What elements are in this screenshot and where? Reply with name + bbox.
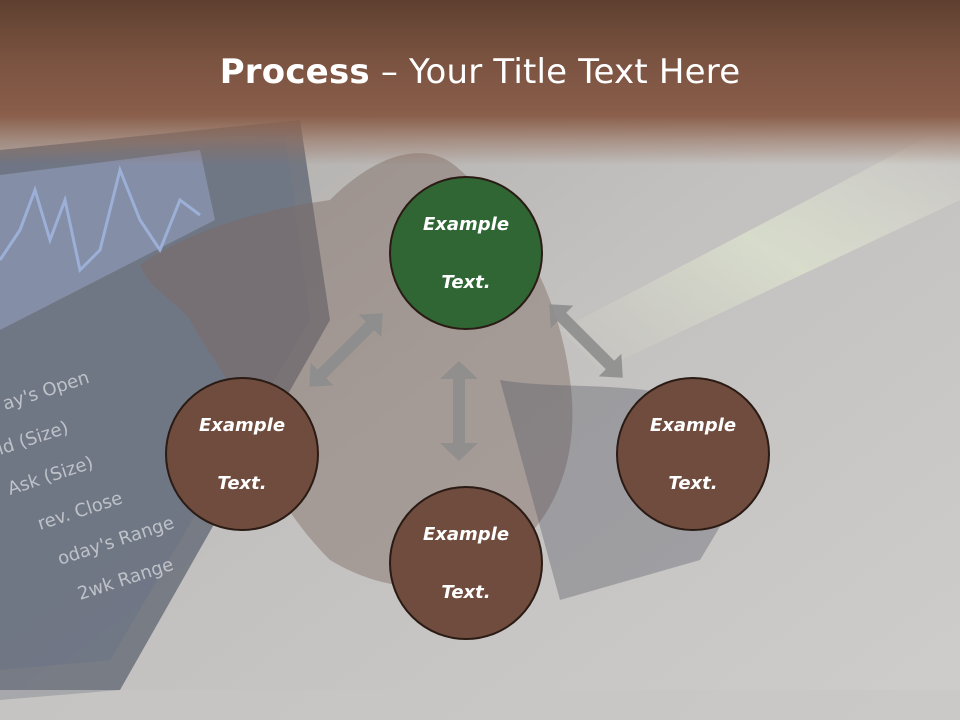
- header-band: [0, 0, 960, 165]
- node-bottom-line1: Example: [422, 523, 510, 545]
- node-right-line1: Example: [649, 414, 737, 436]
- slide-title: Process – Your Title Text Here: [0, 52, 960, 92]
- double-arrow-top-left: [309, 313, 383, 387]
- node-bottom-line2: Text.: [441, 581, 491, 603]
- node-left-line2: Text.: [217, 472, 267, 494]
- double-arrow-top-right: [549, 304, 623, 378]
- node-left-line1: Example: [198, 414, 286, 436]
- title-rest: – Your Title Text Here: [369, 52, 741, 92]
- title-bold: Process: [219, 52, 370, 92]
- node-right-line2: Text.: [668, 472, 718, 494]
- node-top-line1: Example: [422, 213, 510, 235]
- node-top-line2: Text.: [441, 271, 491, 293]
- double-arrow-vertical: [440, 361, 478, 461]
